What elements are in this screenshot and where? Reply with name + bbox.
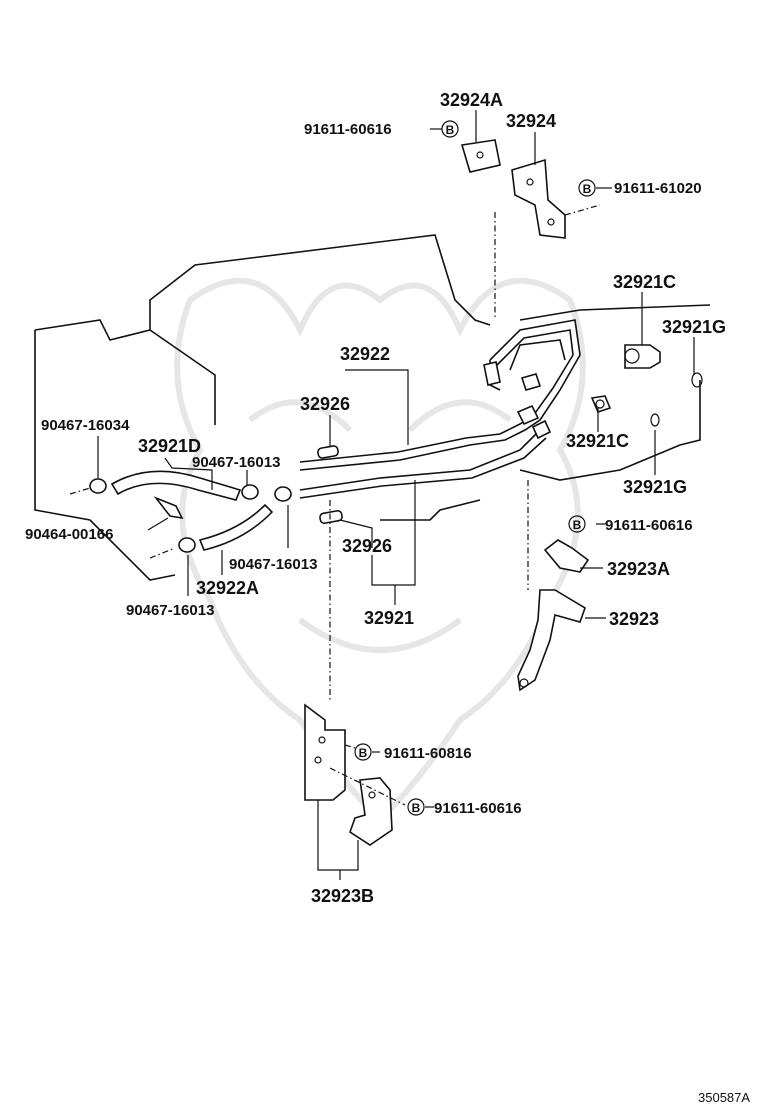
svg-text:B: B [359,746,368,760]
bolt-marker-icon: B B B B B [354,120,596,816]
leader-lines [97,110,695,880]
leader-bolt-60816 [344,744,356,749]
bracket-32923b [304,703,393,846]
fitting-32921c-top [624,344,661,369]
label-91611-60616-low: 91611-60616 [434,800,522,817]
pipe-icon [299,319,581,499]
diagram-id: 350587A [698,1090,750,1105]
label-32922: 32922 [340,344,390,364]
label-32921c-mid: 32921C [566,431,629,451]
label-32923: 32923 [609,609,659,629]
label-32922a: 32922A [196,578,259,598]
hose-clamp-icon [89,478,292,553]
label-32921g-top: 32921G [662,317,726,337]
label-90467-16013-c: 90467-16013 [126,602,214,619]
leader-clip-a [69,487,91,495]
hose-32922a [198,503,274,551]
svg-text:B: B [583,182,592,196]
label-32923b: 32923B [311,886,374,906]
label-32924: 32924 [506,111,556,131]
bracket-32923 [517,589,586,692]
bracket-32924a [460,139,501,173]
leader-clip-b [149,547,176,559]
sleeve-32926-mid [319,509,343,525]
svg-text:B: B [446,123,455,137]
clip-90464-00166 [153,496,184,520]
label-32926-top: 32926 [300,394,350,414]
clamp-32923a [543,539,590,573]
leader-bolt-60616-low [329,767,406,806]
sleeve-32926-top [317,445,339,459]
bracket-32924 [511,158,566,239]
engine-outline-icon [34,234,711,581]
svg-text:B: B [573,518,582,532]
label-32921g-mid: 32921G [623,477,687,497]
label-32926-mid: 32926 [342,536,392,556]
oring-32921g-top [691,372,703,388]
hose-32921d [110,470,242,501]
label-32921: 32921 [364,608,414,628]
label-91611-61020: 91611-61020 [614,180,702,197]
fitting-32921c-mid [590,395,612,413]
label-90467-16013-a: 90467-16013 [192,454,280,471]
label-90467-16034: 90467-16034 [41,417,130,434]
label-90464-00166: 90464-00166 [25,526,113,543]
svg-text:B: B [412,801,421,815]
label-32924a: 32924A [440,90,503,110]
label-32923a: 32923A [607,559,670,579]
label-91611-60616-mid: 91611-60616 [605,517,693,534]
label-32921c-top: 32921C [613,272,676,292]
label-32921d: 32921D [138,436,201,456]
leader-bolt-top [564,204,601,216]
oring-32921g-mid [650,413,660,427]
label-91611-60616-top: 91611-60616 [304,121,392,138]
label-91611-60816: 91611-60816 [384,745,472,762]
label-90467-16013-b: 90467-16013 [229,556,317,573]
